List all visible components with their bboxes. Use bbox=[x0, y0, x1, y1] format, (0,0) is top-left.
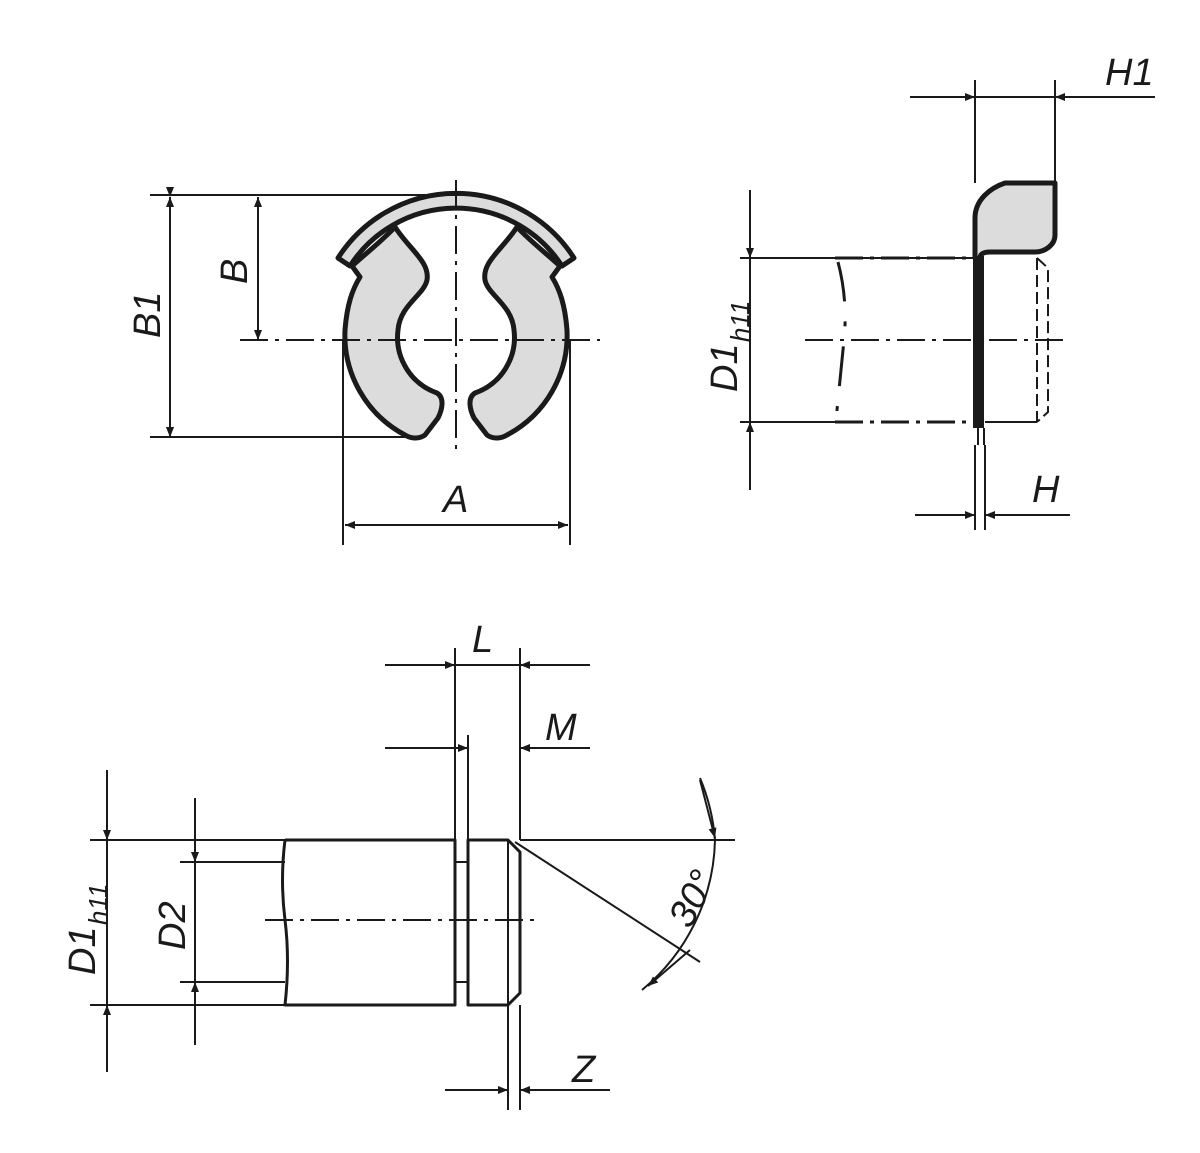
clip-flange bbox=[972, 180, 1058, 259]
dim-label-a: A bbox=[441, 479, 468, 521]
front-view: B1 B A bbox=[127, 180, 600, 545]
dim-label-d2: D2 bbox=[152, 901, 194, 950]
pin-head bbox=[466, 838, 522, 1007]
dim-label-b: B bbox=[214, 259, 256, 284]
ring-left-piece bbox=[342, 224, 445, 441]
ring-band bbox=[335, 190, 577, 269]
ring-right-piece bbox=[470, 227, 567, 438]
side-view: H1 H D1 h11 bbox=[704, 52, 1155, 530]
dim-label-d1: D1 bbox=[62, 926, 104, 975]
dim-label-d1-subscript: h11 bbox=[725, 301, 755, 342]
dim-label-h1: H1 bbox=[1105, 52, 1154, 94]
clip-sheet bbox=[973, 256, 984, 428]
dim-label-d1: D1 bbox=[704, 343, 746, 392]
dim-label-z: Z bbox=[571, 1049, 597, 1091]
dim-label-angle: 30° bbox=[661, 864, 725, 934]
dim-label-d1-subscript: h11 bbox=[83, 884, 113, 925]
dim-label-l: L bbox=[472, 619, 493, 661]
dim-label-m: M bbox=[545, 707, 577, 749]
pin-view: L M Z 30° D2 D1 h11 bbox=[62, 619, 735, 1110]
dim-label-h: H bbox=[1032, 469, 1060, 511]
pin-body bbox=[281, 838, 457, 1007]
dim-label-b1: B1 bbox=[127, 292, 169, 338]
